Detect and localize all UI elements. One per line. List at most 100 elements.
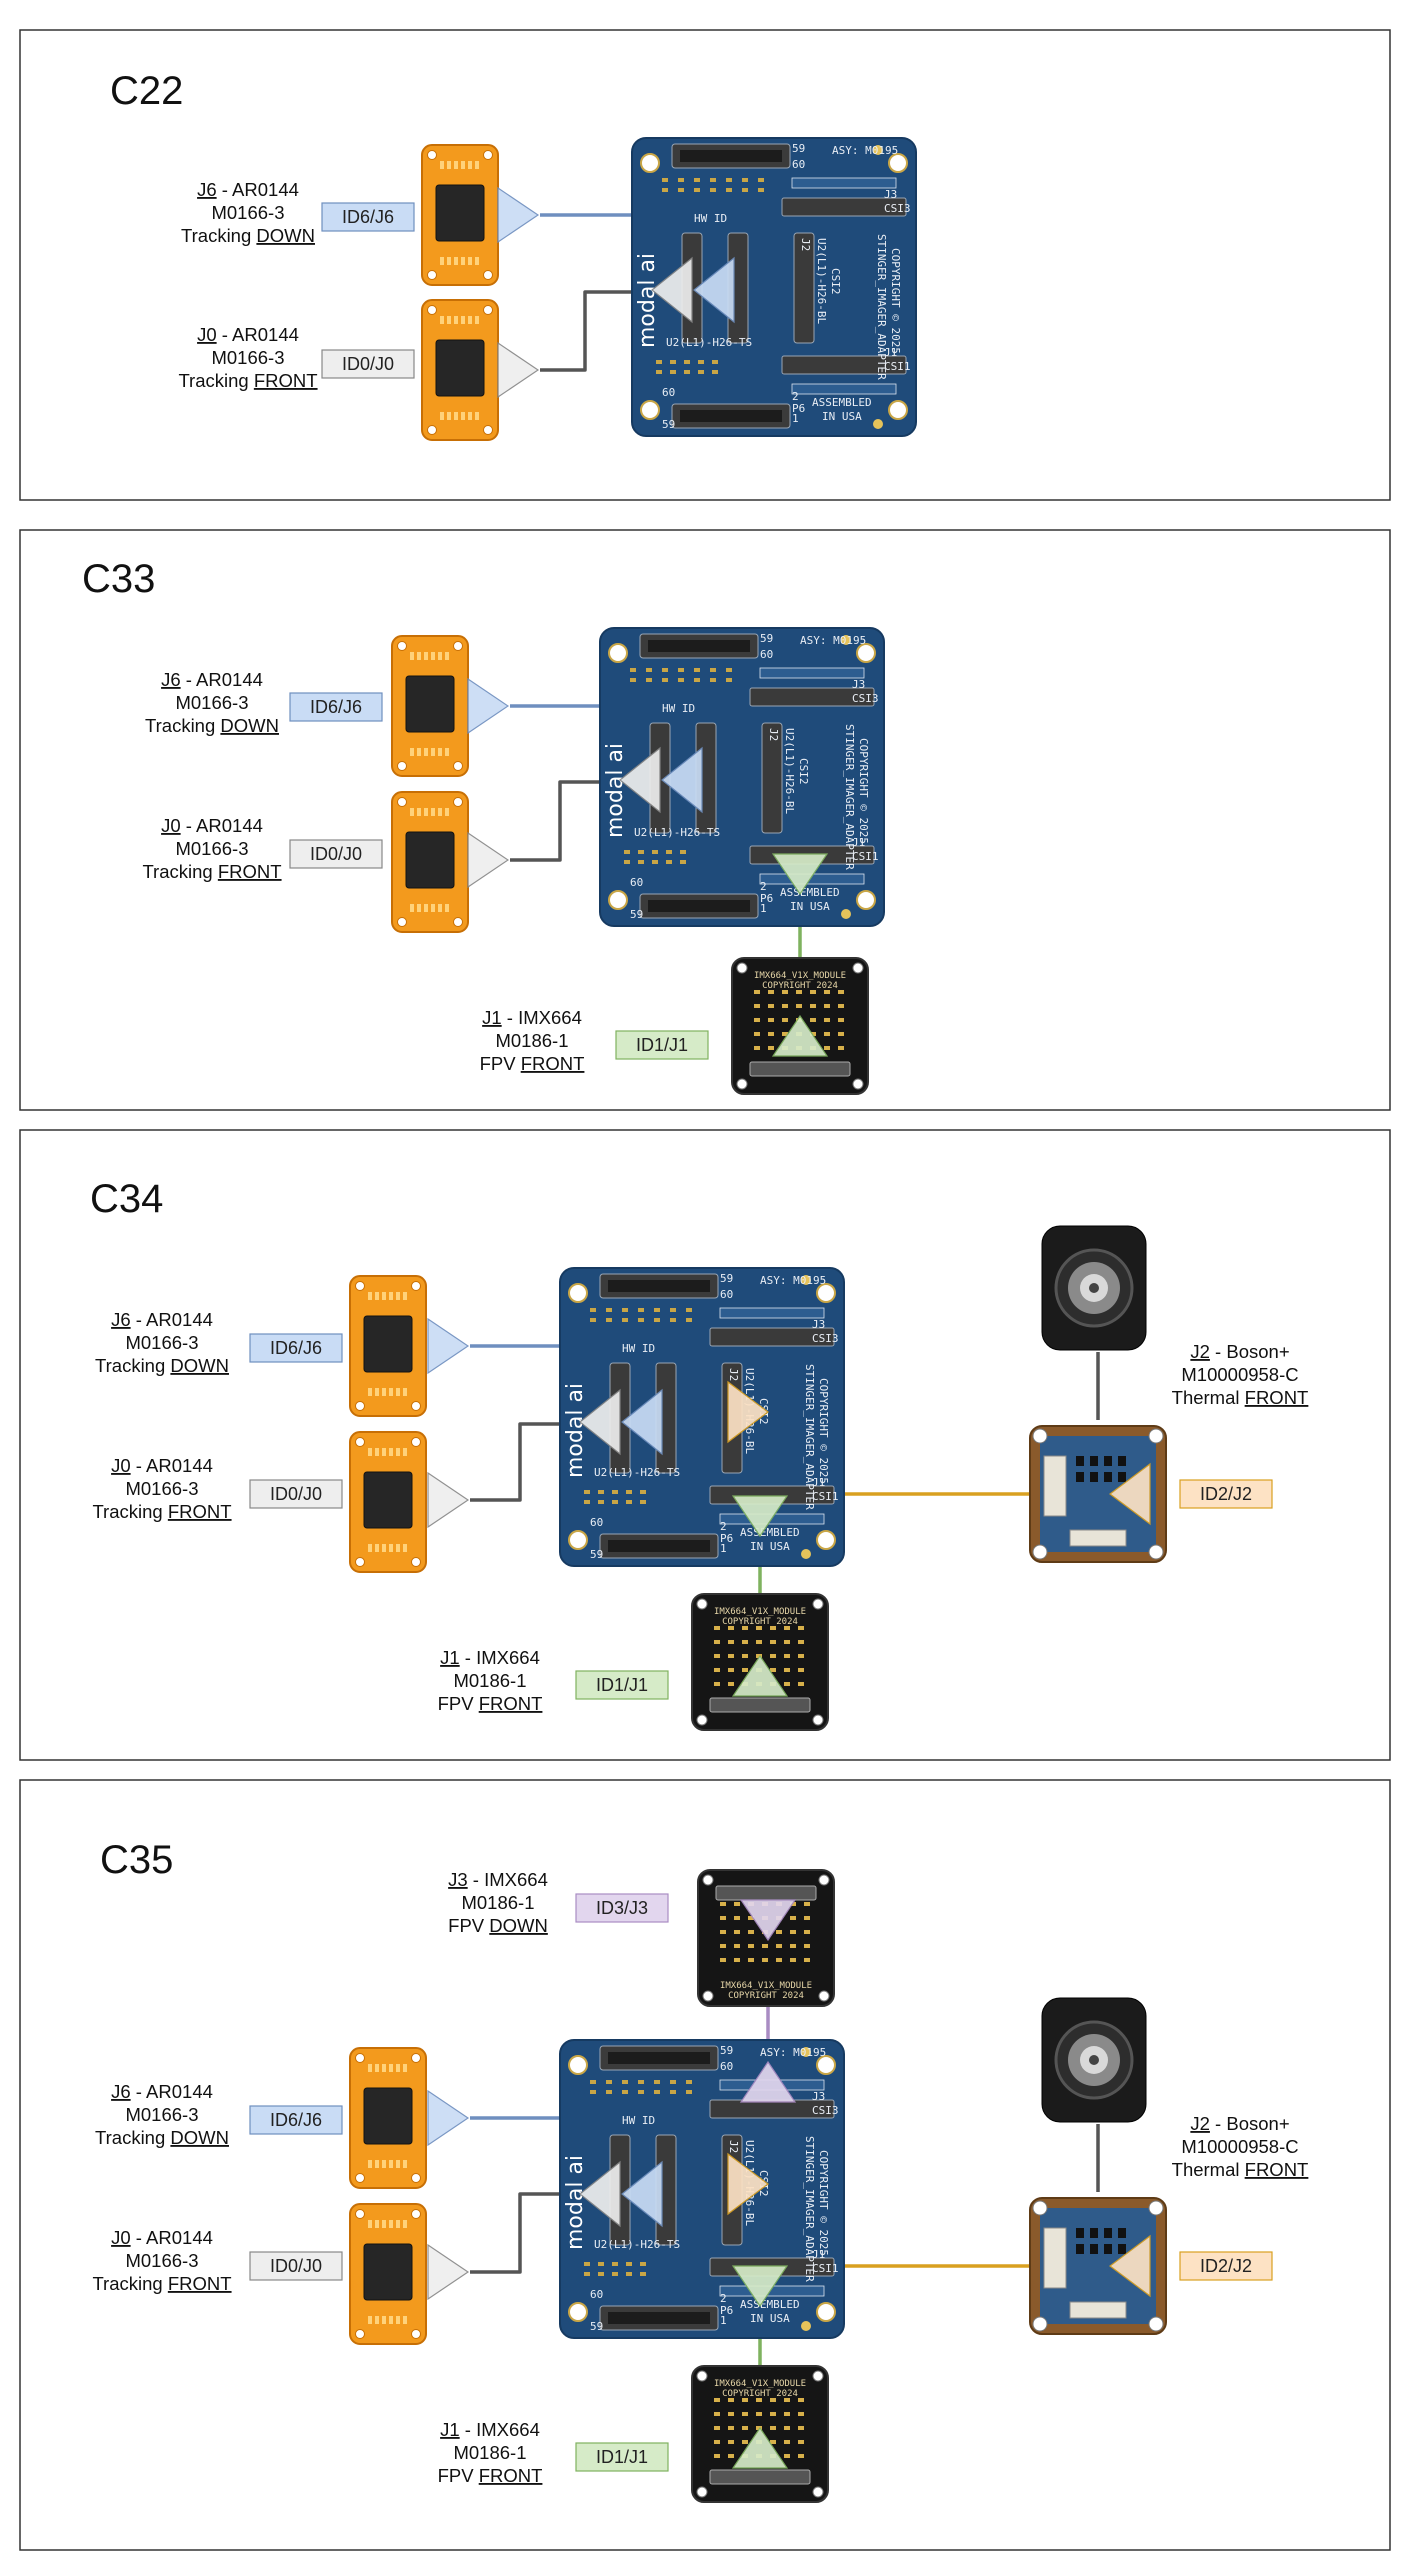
- camera-role: Tracking: [95, 1355, 170, 1376]
- id-badge-box: [289, 692, 383, 722]
- camera-role: Tracking: [95, 2127, 170, 2148]
- smd-pad: [389, 1388, 393, 1396]
- sensor-chip: [363, 1315, 413, 1373]
- j1-indicator-triangle: [731, 1654, 789, 1697]
- board-pin-label: 60: [720, 2060, 733, 2073]
- mounting-hole: [568, 2055, 588, 2075]
- smd-pad: [630, 678, 636, 682]
- board-label-j3: J3: [812, 2090, 825, 2103]
- camera-orientation: DOWN: [489, 1915, 548, 1936]
- sensor-name: - AR0144: [181, 669, 263, 690]
- ic-chip: [1090, 1456, 1098, 1466]
- camera-label-line1: J1 - IMX664: [482, 1007, 582, 1028]
- camera-label-line3: FPV FRONT: [438, 2465, 543, 2486]
- smd-pad: [782, 990, 788, 994]
- smd-pad: [720, 1902, 726, 1906]
- board-label-u2-bl: U2(L1)-H26-BL: [783, 728, 796, 814]
- board-label-csi2: CSI2: [829, 268, 842, 295]
- j6-indicator-triangle: [467, 677, 510, 735]
- smd-pad: [662, 668, 668, 672]
- board-pin-label: 59: [630, 908, 643, 921]
- silk-block: [759, 667, 865, 679]
- board-pin-label: 59: [590, 1548, 603, 1561]
- mounting-hole: [568, 1530, 588, 1550]
- smd-pad: [784, 1640, 790, 1644]
- smd-pad: [612, 1500, 618, 1504]
- fiducial: [841, 909, 851, 919]
- cable-j0: [470, 1422, 590, 1502]
- sensor-hole: [355, 2053, 365, 2063]
- sensor-hole: [397, 641, 407, 651]
- id-badge-text: ID2/J2: [1200, 1484, 1252, 1504]
- smd-pad: [440, 412, 444, 420]
- camera-label-part-number: M0186-1: [453, 2442, 526, 2463]
- module-label-copyright: COPYRIGHT 2024: [722, 1617, 798, 1627]
- ic-chip: [1118, 1456, 1126, 1466]
- j2-port-triangle: [727, 1380, 769, 1444]
- smd-pad: [784, 2398, 790, 2402]
- jack-id: J6: [111, 1309, 131, 1330]
- smd-pad: [624, 850, 630, 854]
- mounting-hole: [816, 2055, 836, 2075]
- smd-pad: [684, 370, 690, 374]
- smd-pad: [796, 1004, 802, 1008]
- panel-title: C22: [110, 69, 183, 113]
- smd-pad: [424, 652, 428, 660]
- smd-pad: [666, 850, 672, 854]
- sensor-hole: [453, 797, 463, 807]
- sensor-name: - AR0144: [217, 324, 299, 345]
- camera-label-line1: J0 - AR0144: [197, 324, 299, 345]
- ic-chip: [1118, 1472, 1126, 1482]
- smd-pad: [670, 1308, 676, 1312]
- board-pin-label: 59: [590, 2320, 603, 2333]
- smd-pad: [670, 1318, 676, 1322]
- smd-pad: [389, 1292, 393, 1300]
- smd-pad: [728, 2412, 734, 2416]
- smd-pad: [726, 678, 732, 682]
- ic-chip: [1090, 2244, 1098, 2254]
- smd-pad: [396, 1388, 400, 1396]
- smd-pad: [606, 1308, 612, 1312]
- smd-pad: [770, 1654, 776, 1658]
- camera-label-part-number: M0166-3: [125, 2104, 198, 2125]
- id-badge-box: [249, 2105, 343, 2135]
- sensor-hole: [453, 761, 463, 771]
- panel-title: C35: [100, 1838, 173, 1882]
- modalai-logo: modal ai: [563, 1383, 588, 1478]
- fiducial: [873, 419, 883, 429]
- sensor-hole: [355, 2209, 365, 2219]
- j2-port-triangle: [727, 2152, 769, 2216]
- j0-port-triangle: [579, 2160, 621, 2228]
- smd-pad: [417, 652, 421, 660]
- sensor-hole: [483, 305, 493, 315]
- smd-pad: [756, 2398, 762, 2402]
- fiducial: [801, 1549, 811, 1559]
- smd-pad: [798, 1640, 804, 1644]
- j0-indicator-triangle: [497, 341, 540, 399]
- smd-pad: [728, 1668, 734, 1672]
- smd-pad: [784, 2412, 790, 2416]
- id-badge: ID1/J1: [615, 1030, 709, 1060]
- id-badge-text: ID6/J6: [310, 697, 362, 717]
- smd-pad: [368, 1388, 372, 1396]
- id-badge: ID1/J1: [575, 2442, 669, 2472]
- smd-pad: [375, 2316, 379, 2324]
- board-label-hw-id: HW ID: [622, 1342, 655, 1355]
- camera-label-part-number: M10000958-C: [1181, 2136, 1298, 2157]
- smd-pad: [417, 748, 421, 756]
- sensor-hole: [411, 2173, 421, 2183]
- id-badge-box: [289, 839, 383, 869]
- sensor-hole: [483, 425, 493, 435]
- smd-pad: [396, 1544, 400, 1552]
- smd-pad: [784, 2426, 790, 2430]
- id-badge-box: [249, 1333, 343, 1363]
- lens-center: [1089, 1283, 1099, 1293]
- smd-pad: [790, 1958, 796, 1962]
- sensor-hole: [411, 2209, 421, 2219]
- board-pin-label: P6: [720, 1532, 733, 1545]
